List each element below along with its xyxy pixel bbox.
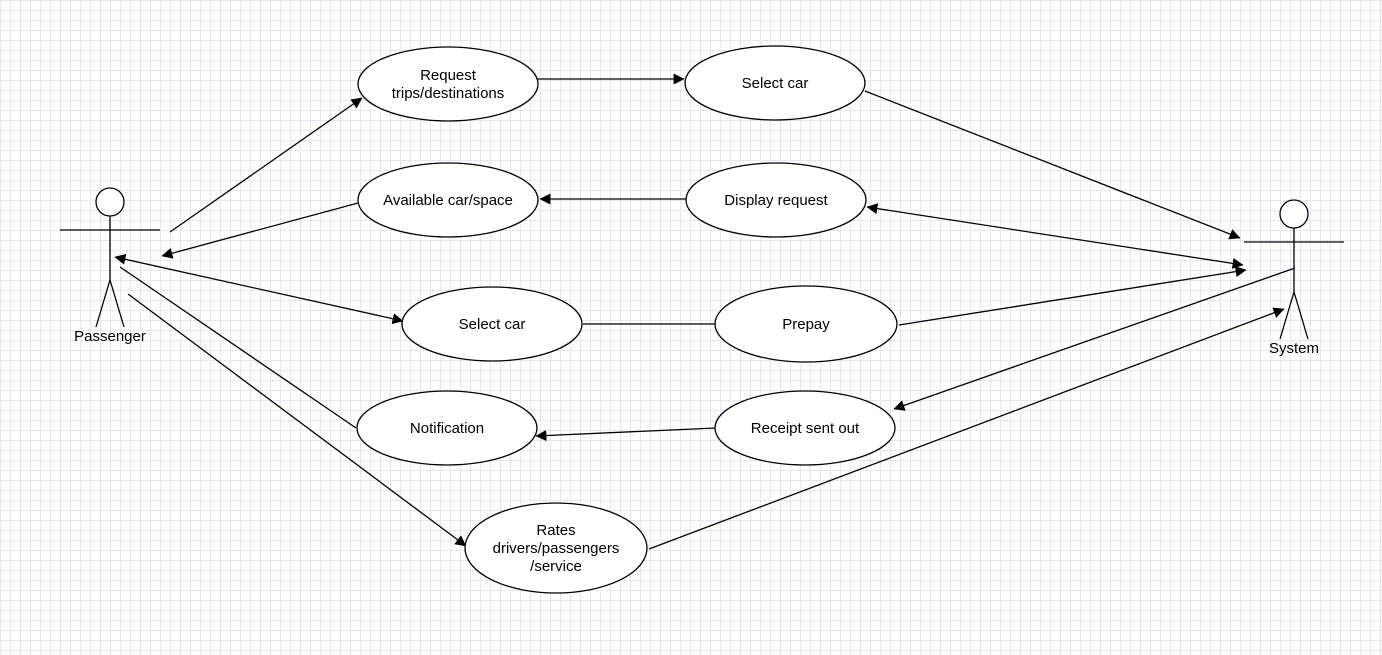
use-case-select-car-mid: Select car [401, 286, 583, 362]
connector-passenger-to-select-car-mid [114, 253, 404, 325]
use-case-ellipse [357, 162, 539, 238]
use-case-label: Select car [459, 316, 526, 333]
use-case-ellipse [401, 286, 583, 362]
use-case-ellipse [464, 502, 648, 594]
connector-prepay-to-system [898, 266, 1247, 326]
actor-left-leg [1279, 291, 1295, 340]
connector-system-to-display [866, 203, 1244, 269]
use-case-select-car-top: Select car [684, 45, 866, 121]
use-case-ellipse [356, 390, 538, 466]
use-case-ellipse [714, 285, 898, 363]
actor-system: System [1244, 199, 1344, 357]
use-case-notification: Notification [356, 390, 538, 466]
connections-layer [114, 73, 1296, 550]
use-case-label: drivers/passengers [493, 540, 620, 557]
actor-head [95, 187, 125, 217]
actor-left-leg [95, 279, 111, 328]
use-case-ellipse [714, 390, 896, 466]
actor-right-leg [109, 279, 125, 328]
use-case-label: Notification [410, 420, 484, 437]
use-case-available: Available car/space [357, 162, 539, 238]
use-case-display: Display request [685, 162, 867, 238]
use-case-receipt: Receipt sent out [714, 390, 896, 466]
use-case-label: Display request [724, 192, 828, 209]
use-case-label: Prepay [782, 316, 830, 333]
connector-passenger-to-request [169, 97, 363, 233]
connector-rates-to-system [648, 307, 1285, 550]
use-case-ellipse [685, 162, 867, 238]
actor-head [1279, 199, 1309, 229]
actor-right-leg [1293, 291, 1309, 340]
use-case-ellipse [684, 45, 866, 121]
actor-passenger: Passenger [60, 187, 160, 345]
connector-notification-to-passenger [119, 266, 357, 429]
use-case-label: trips/destinations [392, 85, 505, 102]
use-case-ellipse [357, 46, 539, 122]
use-case-label: Request [420, 67, 477, 84]
connector-available-to-passenger [161, 202, 359, 259]
use-case-label: Available car/space [383, 192, 513, 209]
use-case-label: Receipt sent out [751, 420, 860, 437]
use-case-label: Select car [742, 75, 809, 92]
connector-system-to-receipt [893, 267, 1296, 411]
use-case-label: Rates [536, 522, 575, 539]
use-case-label: /service [530, 558, 582, 575]
connector-passenger-to-rates [127, 293, 467, 547]
actor-label: Passenger [74, 328, 146, 345]
use-case-prepay: Prepay [714, 285, 898, 363]
connector-receipt-to-notification [535, 427, 717, 442]
actor-label: System [1269, 340, 1319, 357]
